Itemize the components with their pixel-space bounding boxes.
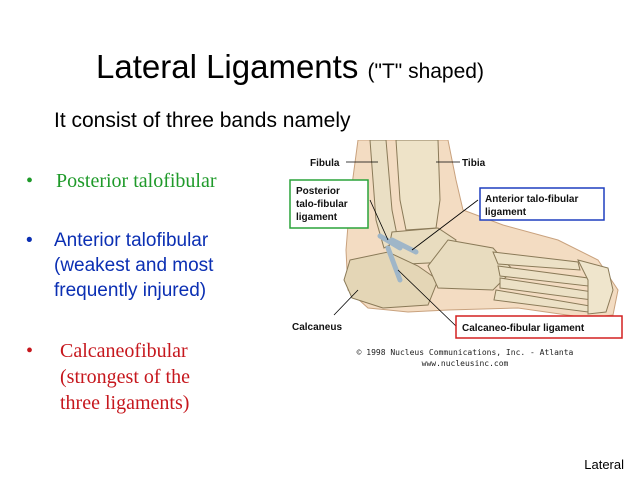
- slide-subtitle: It consist of three bands namely: [54, 109, 351, 132]
- foot-diagram: Fibula Tibia Posterior talo-fibular liga…: [289, 140, 623, 339]
- anterior-label-line-2: ligament: [485, 207, 527, 218]
- posterior-label-line-3: ligament: [296, 212, 338, 223]
- slide-title: Lateral Ligaments ("T" shaped): [96, 48, 484, 86]
- corner-label: Lateral: [584, 457, 624, 472]
- posterior-label-line-2: talo-fibular: [296, 199, 348, 210]
- bullet-text-line-2: (weakest and most: [54, 255, 214, 276]
- title-main: Lateral Ligaments: [96, 48, 359, 85]
- title-sub: ("T" shaped): [367, 60, 484, 83]
- calcaneofibular-label-box: [455, 315, 623, 339]
- bullet-posterior-talofibular: • Posterior talofibular: [26, 170, 217, 193]
- posterior-leader: [369, 199, 389, 241]
- bullet-text-line-1: Calcaneofibular: [60, 340, 188, 362]
- bullet-text-line-1: Anterior talofibular: [54, 230, 209, 251]
- calcaneofibular-ligament: [385, 245, 403, 283]
- copyright-line-2: www.nucleusinc.com: [421, 359, 509, 368]
- midfoot-bones: [427, 239, 514, 291]
- calcaneus-leader: [333, 289, 359, 316]
- bullet-marker: •: [26, 340, 34, 362]
- calcaneofibular-label: Calcaneo-fibular ligament: [462, 323, 585, 334]
- bullet-marker: •: [26, 230, 33, 251]
- calcaneofibular-leader: [397, 269, 459, 329]
- posterior-talofibular-ligament: [377, 233, 403, 251]
- anterior-label-box: [479, 187, 605, 221]
- calcaneus-bone: [343, 251, 439, 309]
- bullet-text-line-3: frequently injured): [54, 280, 207, 301]
- bullet-marker: •: [26, 170, 34, 192]
- copyright-line-1: © 1998 Nucleus Communications, Inc. - At…: [356, 348, 574, 357]
- toes: [577, 259, 614, 315]
- bullet-text-line-2: (strongest of the: [60, 366, 190, 388]
- anterior-label-line-1: Anterior talo-fibular: [485, 194, 578, 205]
- metatarsal-1: [492, 251, 581, 271]
- posterior-label-line-1: Posterior: [296, 186, 340, 197]
- figure-copyright: © 1998 Nucleus Communications, Inc. - At…: [345, 347, 585, 369]
- ankle-ligament-illustration: Fibula Tibia Posterior talo-fibular liga…: [288, 140, 628, 380]
- fibula-label: Fibula: [310, 158, 340, 169]
- calcaneus-label: Calcaneus: [292, 322, 342, 333]
- posterior-label-box: [289, 179, 369, 229]
- tibia-label: Tibia: [462, 158, 486, 169]
- bullet-text-line-3: three ligaments): [60, 392, 190, 414]
- bullet-calcaneofibular: • Calcaneofibular (strongest of the thre…: [26, 338, 190, 416]
- anterior-leader: [411, 199, 479, 251]
- bullet-anterior-talofibular: • Anterior talofibular (weakest and most…: [26, 228, 213, 303]
- bullet-text: Posterior talofibular: [56, 170, 217, 192]
